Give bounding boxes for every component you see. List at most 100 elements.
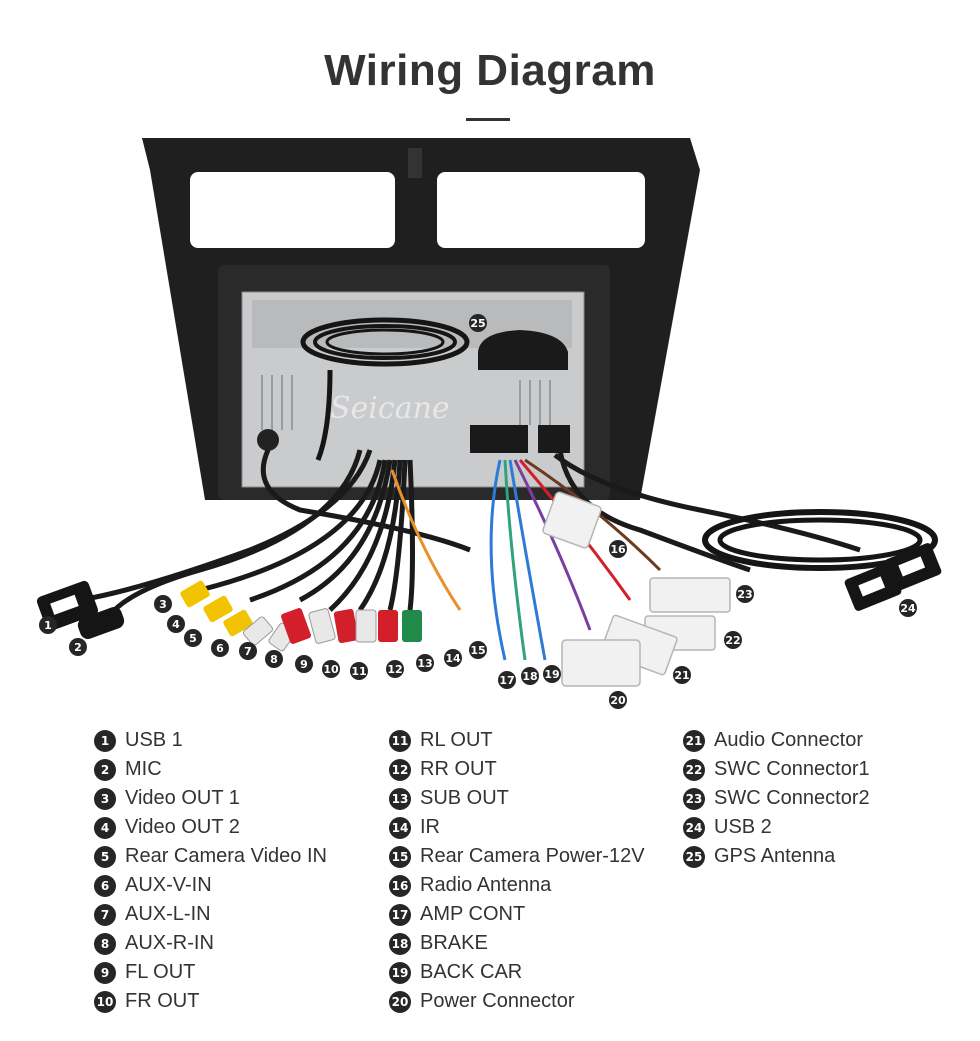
marker-label: 20: [610, 694, 626, 707]
marker-label: 10: [323, 663, 339, 676]
legend-number: 16: [389, 874, 411, 897]
marker-label: 14: [445, 652, 461, 665]
power-connector: [561, 639, 641, 687]
legend-label: Video OUT 2: [125, 816, 240, 838]
legend-item: 12 RR OUT: [389, 756, 645, 783]
legend-label: BACK CAR: [420, 961, 523, 983]
marker-19: 19: [543, 665, 561, 683]
marker-2: 2: [69, 638, 87, 656]
marker-label: 22: [725, 634, 740, 647]
watermark: Seicane: [330, 391, 450, 426]
marker-label: 16: [610, 543, 626, 556]
legend-item: 9 FL OUT: [94, 959, 327, 986]
marker-16: 16: [609, 540, 627, 558]
marker-4: 4: [167, 615, 185, 633]
legend-number: 8: [94, 932, 116, 955]
frame-vent-right: [437, 172, 645, 248]
legend-label: Radio Antenna: [420, 874, 552, 896]
marker-21: 21: [673, 666, 691, 684]
legend-label: FL OUT: [125, 961, 196, 983]
legend-number: 25: [683, 845, 705, 868]
legend-label: RR OUT: [420, 758, 497, 780]
legend-item: 22 SWC Connector1: [683, 756, 870, 783]
legend-label: Rear Camera Video IN: [125, 845, 327, 867]
marker-20: 20: [609, 691, 627, 709]
legend-label: USB 1: [125, 729, 183, 751]
legend-item: 7 AUX-L-IN: [94, 901, 327, 928]
marker-label: 1: [44, 619, 52, 632]
marker-label: 11: [351, 665, 366, 678]
legend-item: 13 SUB OUT: [389, 785, 645, 812]
legend-label: Video OUT 1: [125, 787, 240, 809]
gps-cable-coil: [300, 317, 470, 367]
marker-13: 13: [416, 654, 434, 672]
marker-9: 9: [295, 655, 313, 673]
port-block: [470, 425, 528, 453]
legend-label: IR: [420, 816, 440, 838]
rca-plugs: [180, 580, 422, 652]
legend-number: 15: [389, 845, 411, 868]
marker-14: 14: [444, 649, 462, 667]
legend-item: 2 MIC: [94, 756, 327, 783]
marker-label: 6: [216, 642, 224, 655]
marker-label: 19: [544, 668, 559, 681]
title-underline: [466, 118, 510, 121]
page-title: Wiring Diagram: [324, 46, 656, 95]
legend-number: 12: [389, 758, 411, 781]
radio-antenna-connector: [542, 491, 602, 549]
wiring-figure: Seicane: [36, 138, 942, 709]
mic-plug: [77, 607, 125, 639]
legend-label: SWC Connector1: [714, 758, 870, 780]
legend-number: 9: [94, 961, 116, 984]
legend-number: 13: [389, 787, 411, 810]
legend-label: USB 2: [714, 816, 772, 838]
legend-label: FR OUT: [125, 990, 200, 1012]
marker-label: 7: [244, 645, 252, 658]
legend-label: GPS Antenna: [714, 845, 836, 867]
legend-label: AUX-V-IN: [125, 874, 212, 896]
marker-label: 2: [74, 641, 82, 654]
legend-number: 2: [94, 758, 116, 781]
legend-label: AUX-L-IN: [125, 903, 211, 925]
legend-label: Power Connector: [420, 990, 575, 1012]
legend-number: 10: [94, 990, 116, 1013]
legend-number: 7: [94, 903, 116, 926]
legend-label: Rear Camera Power-12V: [420, 845, 645, 867]
legend-number: 22: [683, 758, 705, 781]
swc-connector-2: [649, 577, 731, 613]
legend-number: 4: [94, 816, 116, 839]
marker-label: 21: [674, 669, 689, 682]
legend-item: 16 Radio Antenna: [389, 872, 645, 899]
marker-23: 23: [736, 585, 754, 603]
marker-label: 13: [417, 657, 432, 670]
legend-number: 20: [389, 990, 411, 1013]
legend-label: AUX-R-IN: [125, 932, 214, 954]
gps-puck: [478, 330, 568, 370]
legend-label: SUB OUT: [420, 787, 509, 809]
legend-item: 10 FR OUT: [94, 988, 327, 1015]
legend-item: 8 AUX-R-IN: [94, 930, 327, 957]
marker-18: 18: [521, 667, 539, 685]
legend-item: 25 GPS Antenna: [683, 843, 870, 870]
legend-label: MIC: [125, 758, 162, 780]
marker-label: 3: [159, 598, 167, 611]
marker-12: 12: [386, 660, 404, 678]
marker-3: 3: [154, 595, 172, 613]
marker-10: 10: [322, 660, 340, 678]
marker-label: 18: [522, 670, 537, 683]
harness-wires: [79, 448, 861, 617]
marker-7: 7: [239, 642, 257, 660]
marker-label: 4: [172, 618, 180, 631]
legend-label: Audio Connector: [714, 729, 863, 751]
